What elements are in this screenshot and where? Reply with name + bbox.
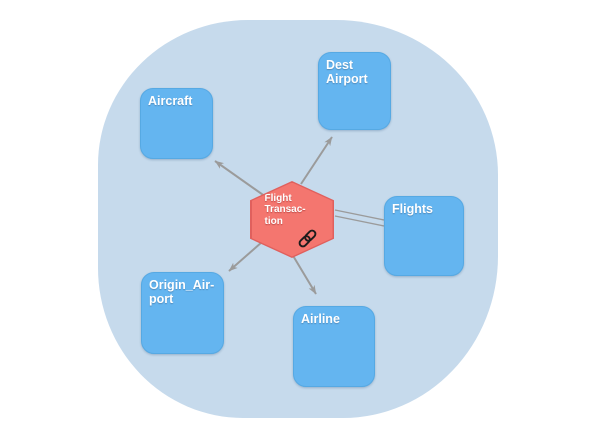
node-origin-airport-label-line2: port <box>149 292 174 306</box>
node-dest-airport-label-line1: Dest <box>326 58 354 72</box>
node-flight-transaction-label-line3: tion <box>264 216 283 228</box>
node-origin-airport[interactable]: Origin_Air- port <box>141 272 224 354</box>
node-aircraft-label-line1: Aircraft <box>148 94 193 108</box>
node-airline[interactable]: Airline <box>293 306 375 387</box>
node-flight-transaction-label-line2: Transac- <box>264 204 306 216</box>
edge-flight-transaction-dest-airport <box>300 136 333 185</box>
node-dest-airport[interactable]: Dest Airport <box>318 52 391 130</box>
node-origin-airport-label-line1: Origin_Air- <box>149 278 215 292</box>
edge-flight-transaction-flights <box>334 209 385 227</box>
node-airline-label-line1: Airline <box>301 312 340 326</box>
node-flights[interactable]: Flights <box>384 196 464 276</box>
node-flights-label: Flights <box>385 197 463 216</box>
node-dest-airport-label-line2: Airport <box>326 72 368 86</box>
node-origin-airport-label: Origin_Air- port <box>142 273 223 306</box>
edge-flight-transaction-airline <box>291 253 317 295</box>
link-icon <box>298 229 316 247</box>
edge-flight-transaction-aircraft <box>214 160 267 198</box>
node-aircraft-label: Aircraft <box>141 89 212 108</box>
node-airline-label: Airline <box>294 307 374 326</box>
node-flight-transaction-label: Flight Transac- tion <box>265 193 306 228</box>
node-dest-airport-label: Dest Airport <box>319 53 390 86</box>
node-flights-label-line1: Flights <box>392 202 433 216</box>
node-aircraft[interactable]: Aircraft <box>140 88 213 159</box>
edge-flight-transaction-origin-airport <box>228 241 263 272</box>
node-flight-transaction-label-line1: Flight <box>264 192 292 204</box>
